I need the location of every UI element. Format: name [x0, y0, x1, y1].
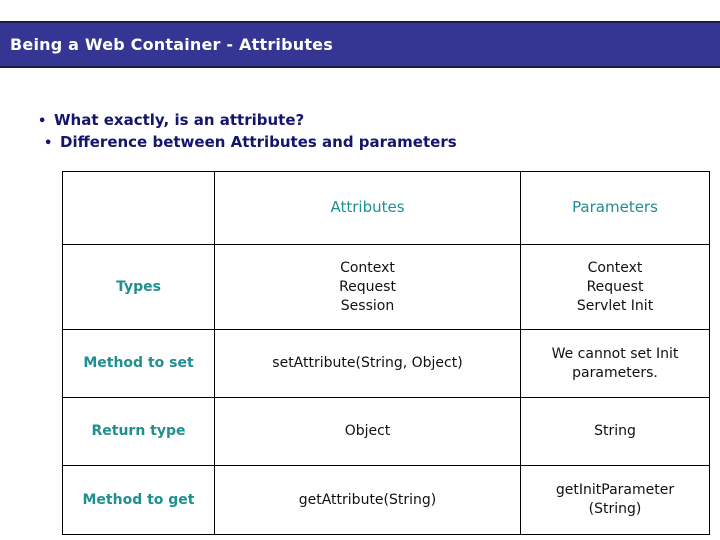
cell-return-type-attributes-text: Object — [344, 423, 391, 439]
column-header-attributes: Attributes — [214, 171, 521, 245]
row-label-method-to-set: Method to set — [62, 329, 215, 398]
list-item: • Difference between Attributes and para… — [44, 132, 638, 154]
cell-types-parameters-text: Context Request Servlet Init — [576, 259, 654, 314]
cell-types-parameters: Context Request Servlet Init — [520, 244, 710, 330]
table-row: Method to set setAttribute(String, Objec… — [62, 329, 710, 398]
cell-method-to-get-parameters: getInitParameter (String) — [520, 465, 710, 535]
bullet-list: • What exactly, is an attribute? • Diffe… — [38, 110, 638, 154]
cell-return-type-attributes: Object — [214, 397, 521, 466]
row-label-return-type-text: Return type — [91, 423, 186, 439]
cell-method-to-get-attributes: getAttribute(String) — [214, 465, 521, 535]
column-header-attributes-label: Attributes — [330, 198, 405, 216]
bullet-marker-icon: • — [38, 114, 47, 129]
bullet-marker-icon: • — [44, 136, 53, 151]
table-row: Types Context Request Session Context Re… — [62, 244, 710, 330]
cell-method-to-set-attributes-text: setAttribute(String, Object) — [272, 355, 463, 371]
row-label-types: Types — [62, 244, 215, 330]
cell-method-to-get-parameters-text: getInitParameter (String) — [555, 482, 675, 517]
slide-title-bar: Being a Web Container - Attributes — [0, 21, 720, 68]
row-label-method-to-set-text: Method to set — [83, 355, 194, 371]
cell-types-attributes-text: Context Request Session — [339, 259, 396, 314]
list-item-label: What exactly, is an attribute? — [54, 111, 305, 129]
table-header-row: Attributes Parameters — [62, 171, 710, 245]
row-label-types-text: Types — [116, 278, 161, 295]
table-row: Return type Object String — [62, 397, 710, 466]
table-corner-cell — [62, 171, 215, 245]
table-row: Method to get getAttribute(String) getIn… — [62, 465, 710, 535]
cell-method-to-set-parameters: We cannot set Init parameters. — [520, 329, 710, 398]
page-title: Being a Web Container - Attributes — [10, 35, 333, 54]
cell-return-type-parameters-text: String — [594, 423, 636, 439]
attributes-vs-parameters-table: Attributes Parameters Types Context Requ… — [62, 171, 710, 535]
row-label-method-to-get-text: Method to get — [82, 491, 195, 508]
column-header-parameters-label: Parameters — [572, 198, 658, 216]
column-header-parameters: Parameters — [520, 171, 710, 245]
cell-method-to-get-attributes-text: getAttribute(String) — [298, 491, 437, 508]
cell-method-to-set-attributes: setAttribute(String, Object) — [214, 329, 521, 398]
row-label-method-to-get: Method to get — [62, 465, 215, 535]
cell-types-attributes: Context Request Session — [214, 244, 521, 330]
cell-method-to-set-parameters-text: We cannot set Init parameters. — [551, 345, 679, 381]
list-item-label: Difference between Attributes and parame… — [60, 133, 457, 151]
cell-return-type-parameters: String — [520, 397, 710, 466]
list-item: • What exactly, is an attribute? — [38, 110, 638, 132]
row-label-return-type: Return type — [62, 397, 215, 466]
